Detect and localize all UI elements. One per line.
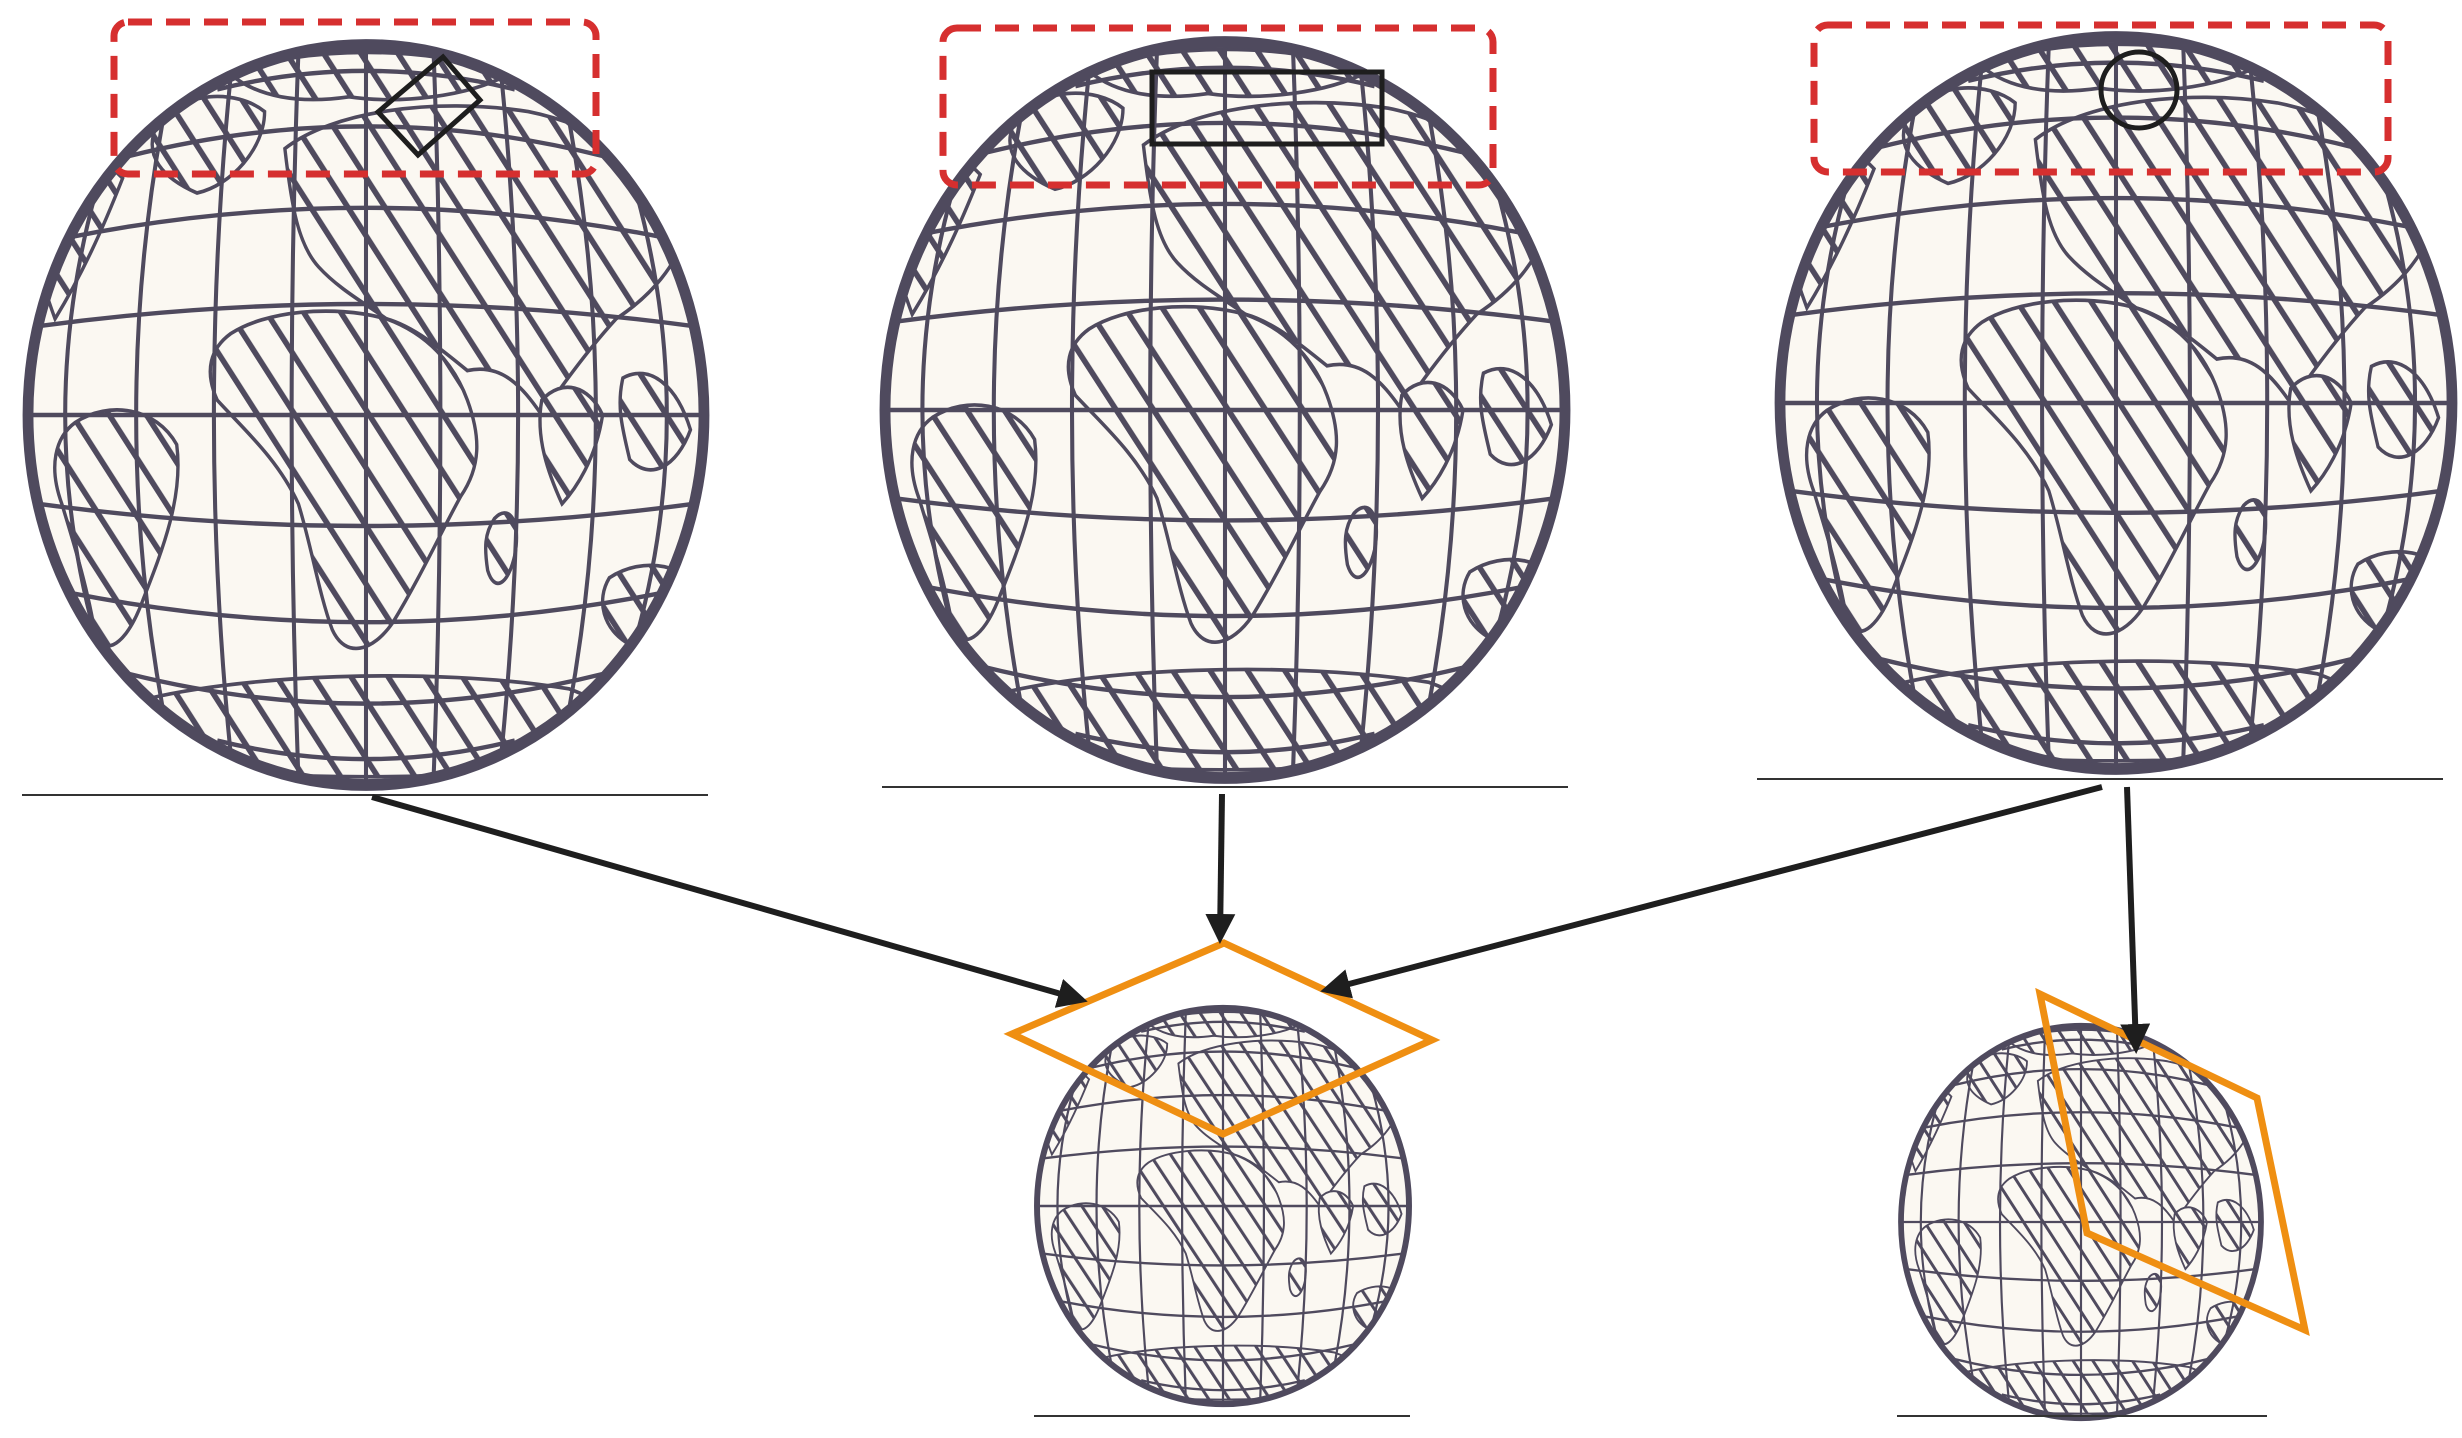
highlight-band [1810,21,2392,176]
globe-icon [1780,37,2452,769]
selection-rectangle [1149,69,1385,147]
globe-icon [1037,1008,1409,1404]
arrow-icon [1320,784,2103,999]
globe-3 [1757,21,2452,780]
result-outline-parallelogram [2035,987,2310,1336]
globe-2 [882,24,1568,788]
selection-circle [2098,49,2180,131]
highlight-band [110,18,600,178]
arrow-icon [1205,793,1236,944]
arrow-icon [371,794,1088,1008]
globe-icon [28,45,704,785]
selection-diamond [374,53,484,159]
globe-1 [22,18,708,796]
arrow-icon [2120,786,2151,1054]
highlight-band [939,24,1497,189]
result-2 [1897,987,2310,1418]
result-1 [1003,939,1441,1417]
globe-icon [1901,1026,2261,1418]
arrows [371,784,2151,1054]
globe-icon [885,42,1565,778]
